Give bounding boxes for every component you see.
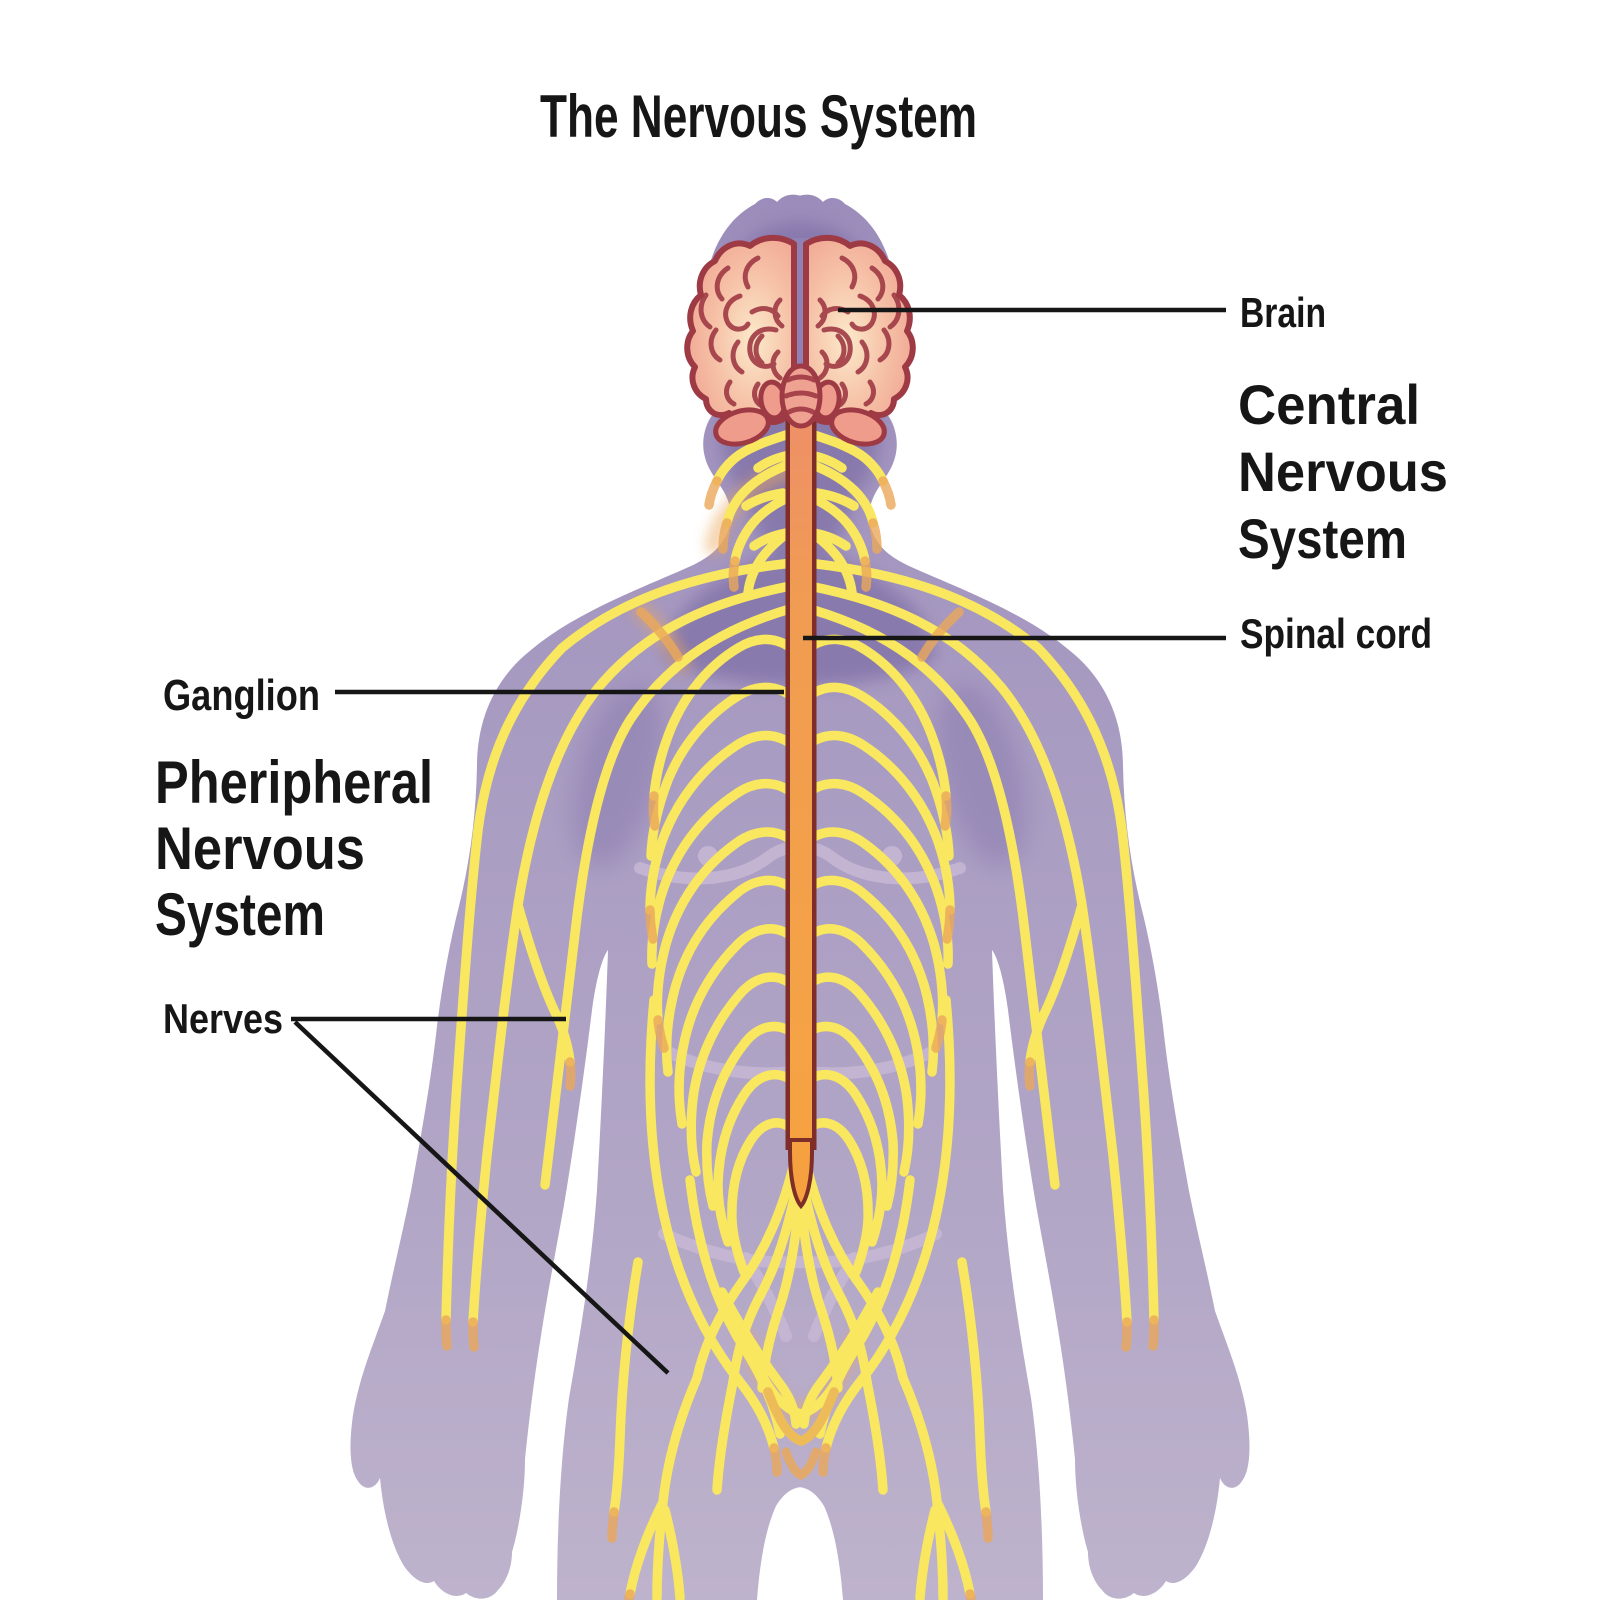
pointer-line-nerves-pelvis [293, 1020, 670, 1375]
brain-left-hemisphere [687, 238, 794, 450]
label-nerves: Nerves [163, 995, 283, 1042]
sacral-arch-small [781, 1447, 821, 1480]
sacral-arch-mid [763, 1387, 839, 1447]
label-pns-line-3: System [155, 881, 325, 948]
label-cns-line-1: Central [1238, 373, 1420, 436]
vermis-folds [783, 374, 819, 415]
sacral-arches [741, 1333, 861, 1419]
page-title: The Nervous System [540, 83, 977, 150]
label-peripheral-nervous-system: Pheripheral Nervous System [155, 749, 433, 948]
nerve-network [446, 430, 1154, 1600]
label-pns-line-1: Pheripheral [155, 749, 433, 816]
brain-illustration [687, 238, 913, 450]
label-cns-line-3: System [1238, 507, 1407, 570]
label-ganglion: Ganglion [163, 671, 320, 720]
brain-right-hemisphere [806, 238, 913, 450]
label-cns-line-2: Nervous [1238, 440, 1448, 503]
spinal-cord [785, 348, 817, 1210]
label-spinal-cord: Spinal cord [1240, 610, 1432, 657]
label-brain: Brain [1240, 289, 1326, 336]
label-central-nervous-system: Central Nervous System [1238, 373, 1448, 570]
spinal-cord-tip [788, 1138, 814, 1210]
label-pns-line-2: Nervous [155, 815, 365, 882]
pointer-lines [291, 307, 1226, 1375]
